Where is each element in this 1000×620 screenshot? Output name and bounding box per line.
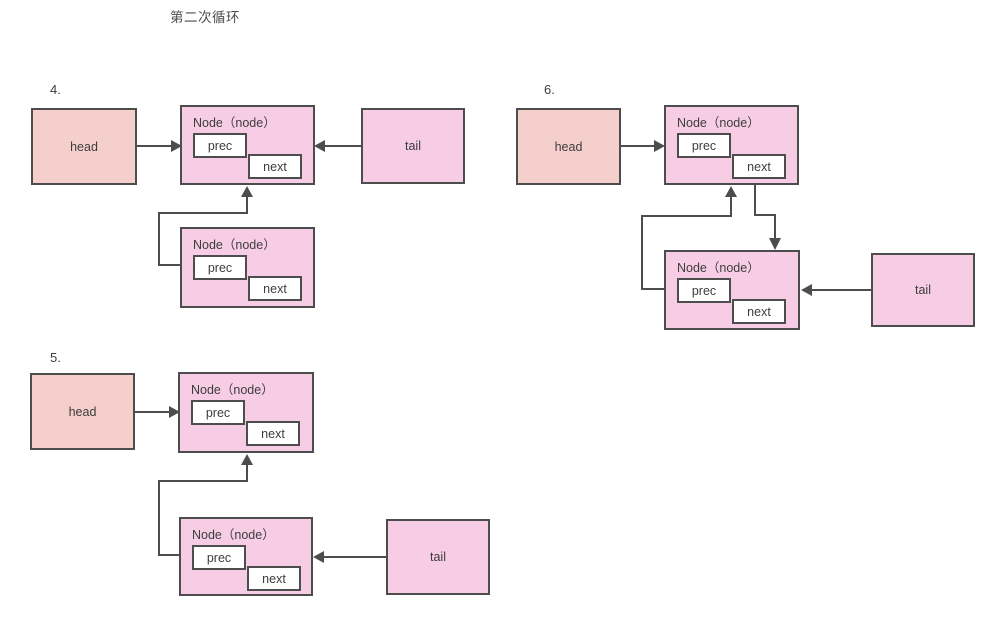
step4-tail-label: tail <box>405 139 421 153</box>
step4-node1-prec[interactable]: prec <box>193 133 247 158</box>
step-label-5: 5. <box>50 350 61 365</box>
step6-node1[interactable]: Node（node） prec next <box>664 105 799 185</box>
link-step6-node1next-to-node2 <box>754 179 781 250</box>
step4-node2-prec[interactable]: prec <box>193 255 247 280</box>
step5-node2[interactable]: Node（node） prec next <box>179 517 313 596</box>
step4-node2[interactable]: Node（node） prec next <box>180 227 315 308</box>
link-step4-head-to-node1 <box>137 140 182 152</box>
step6-node2-next[interactable]: next <box>732 299 786 324</box>
link-step6-tail-to-node2 <box>801 284 871 296</box>
step4-node1[interactable]: Node（node） prec next <box>180 105 315 185</box>
link-step5-head-to-node1 <box>135 406 180 418</box>
step6-head-box[interactable]: head <box>516 108 621 185</box>
step5-head-label: head <box>68 404 97 419</box>
step-label-6: 6. <box>544 82 555 97</box>
step5-node2-prec[interactable]: prec <box>192 545 246 570</box>
step4-head-box[interactable]: head <box>31 108 137 185</box>
step6-node1-prec[interactable]: prec <box>677 133 731 158</box>
step5-tail-label: tail <box>430 550 446 564</box>
step4-node2-title: Node（node） <box>193 238 276 252</box>
step5-node1-prec[interactable]: prec <box>191 400 245 425</box>
step5-node2-next[interactable]: next <box>247 566 301 591</box>
link-step6-head-to-node1 <box>621 140 665 152</box>
page-title: 第二次循环 <box>170 10 240 25</box>
step4-node1-next[interactable]: next <box>248 154 302 179</box>
step6-tail-label: tail <box>915 283 931 297</box>
step5-node2-title: Node（node） <box>192 528 275 542</box>
step5-node1-title: Node（node） <box>191 383 274 397</box>
step4-tail-box[interactable]: tail <box>361 108 465 184</box>
step6-tail-box[interactable]: tail <box>871 253 975 327</box>
link-step5-tail-to-node2 <box>313 551 386 563</box>
step6-node1-title: Node（node） <box>677 116 760 130</box>
step-label-4: 4. <box>50 82 61 97</box>
step4-node1-title: Node（node） <box>193 116 276 130</box>
step6-node2-prec[interactable]: prec <box>677 278 731 303</box>
step5-tail-box[interactable]: tail <box>386 519 490 595</box>
step5-node1[interactable]: Node（node） prec next <box>178 372 314 453</box>
step6-head-label: head <box>554 139 583 154</box>
link-step4-tail-to-node1 <box>314 140 361 152</box>
step4-head-label: head <box>70 139 98 154</box>
step5-node1-next[interactable]: next <box>246 421 300 446</box>
step5-head-box[interactable]: head <box>30 373 135 450</box>
step6-node2[interactable]: Node（node） prec next <box>664 250 800 330</box>
step6-node2-title: Node（node） <box>677 261 760 275</box>
step4-node2-next[interactable]: next <box>248 276 302 301</box>
step6-node1-next[interactable]: next <box>732 154 786 179</box>
